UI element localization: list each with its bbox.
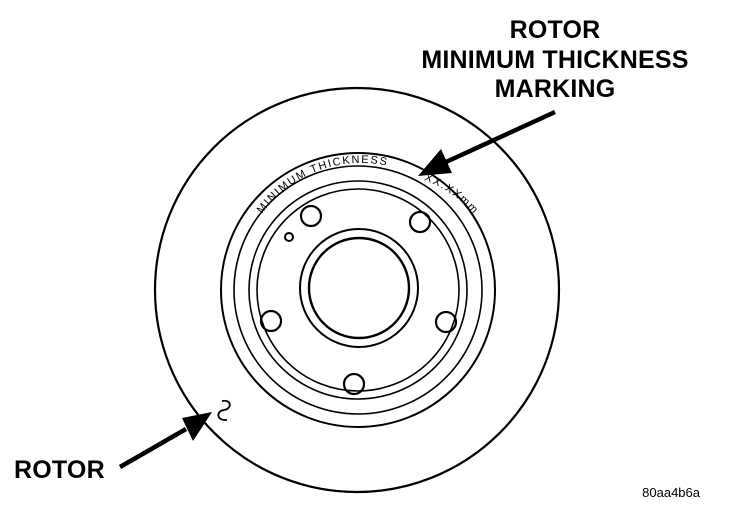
lug-hole-3 xyxy=(259,309,283,333)
hat-ring-outer xyxy=(220,152,496,428)
rotor-outer-edge xyxy=(153,86,561,494)
lug-hole-2 xyxy=(408,210,432,234)
hub-bore xyxy=(307,236,411,340)
hat-ring-3 xyxy=(248,180,468,400)
rotor-callout: ROTOR xyxy=(14,456,105,484)
rotor-tag-mark xyxy=(217,399,231,421)
figure-id: 80aa4b6a xyxy=(642,485,700,500)
marking-callout-line-2: MINIMUM THICKNESS xyxy=(421,45,689,74)
marking-callout: ROTOR MINIMUM THICKNESS MARKING xyxy=(400,16,710,105)
hat-ring-4 xyxy=(256,188,460,392)
hub-ring xyxy=(299,228,419,348)
rotor-leader-line xyxy=(118,427,188,469)
lug-hole-1 xyxy=(299,204,323,228)
marking-callout-line-1: ROTOR xyxy=(509,16,601,44)
marking-callout-line-3: MARKING xyxy=(494,75,616,103)
lug-hole-5 xyxy=(342,372,366,396)
lug-hole-4 xyxy=(434,310,458,334)
rotor-arrowhead xyxy=(182,412,212,441)
hat-ring-2 xyxy=(233,165,483,415)
rim-text-minimum-thickness: MINIMUM THICKNESS xyxy=(255,154,390,216)
marking-leader-line xyxy=(445,109,556,165)
marking-arrowhead xyxy=(418,149,452,176)
locator-hole xyxy=(284,232,294,242)
